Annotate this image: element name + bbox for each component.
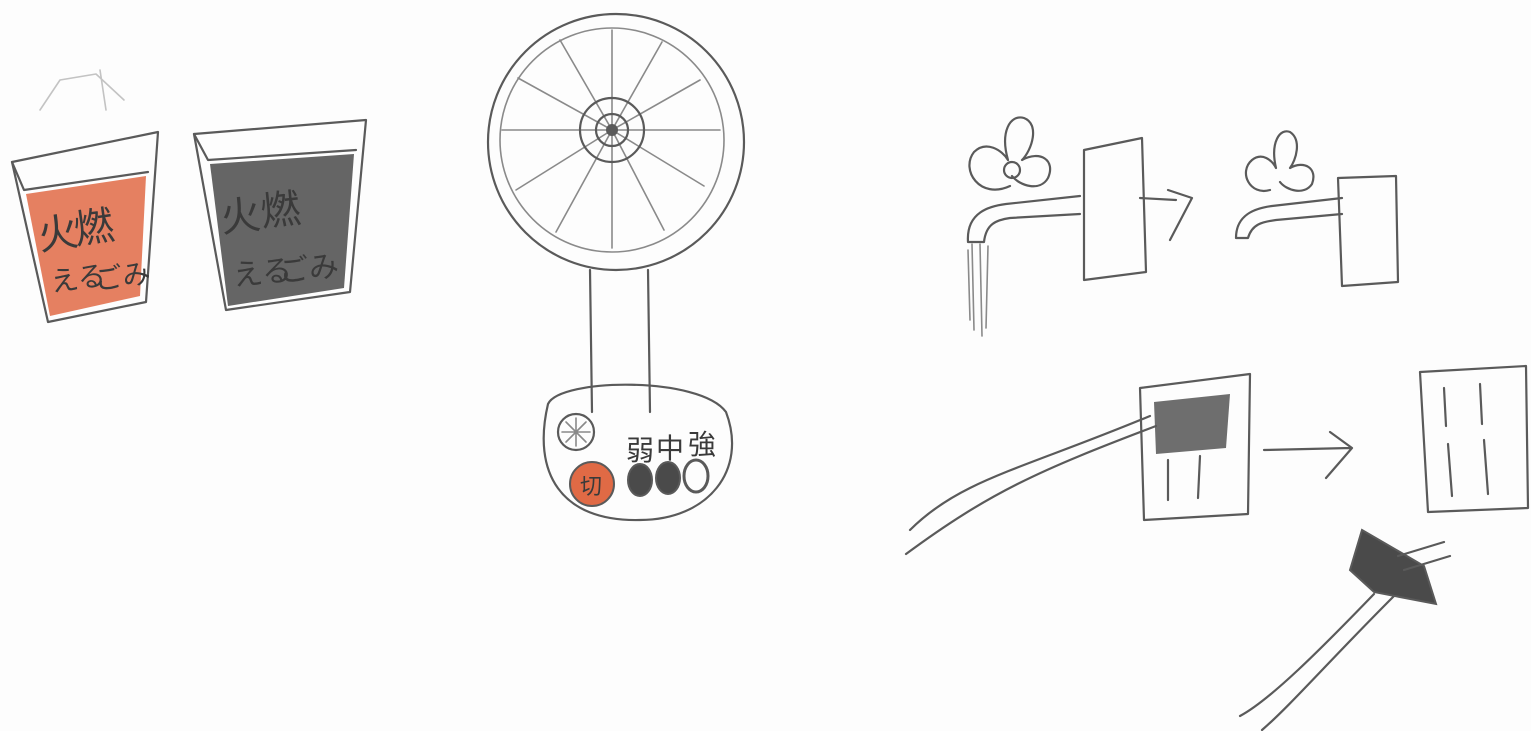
- speed-button-low: [628, 464, 652, 496]
- fan-blades: [502, 30, 720, 248]
- dark-trash-bin: 火 燃 える ごみ: [194, 120, 366, 310]
- off-button-label: 切: [580, 475, 602, 500]
- speed-label-mid: 中: [656, 432, 684, 465]
- faucet-closed: [1236, 131, 1398, 286]
- bin2-label-line1: 燃: [258, 186, 303, 236]
- wall-plate: [1084, 138, 1146, 280]
- bin2-prefix: 火: [218, 192, 263, 242]
- speed-label-high: 強: [688, 428, 716, 461]
- water-stream: [968, 244, 988, 336]
- speed-button-mid: [656, 462, 680, 494]
- faucet-spout-closed: [1236, 198, 1342, 238]
- bin1-label-line1: 燃: [71, 203, 117, 254]
- faucet-running: [968, 117, 1146, 336]
- speed-button-high: [684, 460, 708, 492]
- plug-in-outlet: [1154, 394, 1230, 454]
- faucet-spout: [968, 196, 1080, 242]
- bin1-label-line3: ごみ: [92, 256, 152, 296]
- unplugged-cord: [1240, 594, 1394, 730]
- arrow-1: [1140, 190, 1192, 240]
- orange-trash-bin: 火 燃 える ごみ: [12, 132, 158, 322]
- faucet-handle-closed: [1246, 131, 1313, 191]
- outlet-plugged: [906, 374, 1250, 554]
- speed-label-low: 弱: [626, 434, 654, 467]
- outlet-unplugged: [1240, 366, 1528, 730]
- outlet-plate-empty: [1420, 366, 1528, 512]
- fan-guard-outer: [488, 14, 744, 270]
- fan-stand: [590, 270, 650, 412]
- power-cord: [906, 416, 1156, 554]
- unplugged-plug: [1350, 530, 1436, 604]
- bin2-label-line3: ごみ: [277, 249, 340, 290]
- wall-plate-closed: [1338, 176, 1398, 286]
- arrow-2: [1264, 432, 1352, 478]
- electric-fan: 弱 中 強 切: [488, 14, 744, 520]
